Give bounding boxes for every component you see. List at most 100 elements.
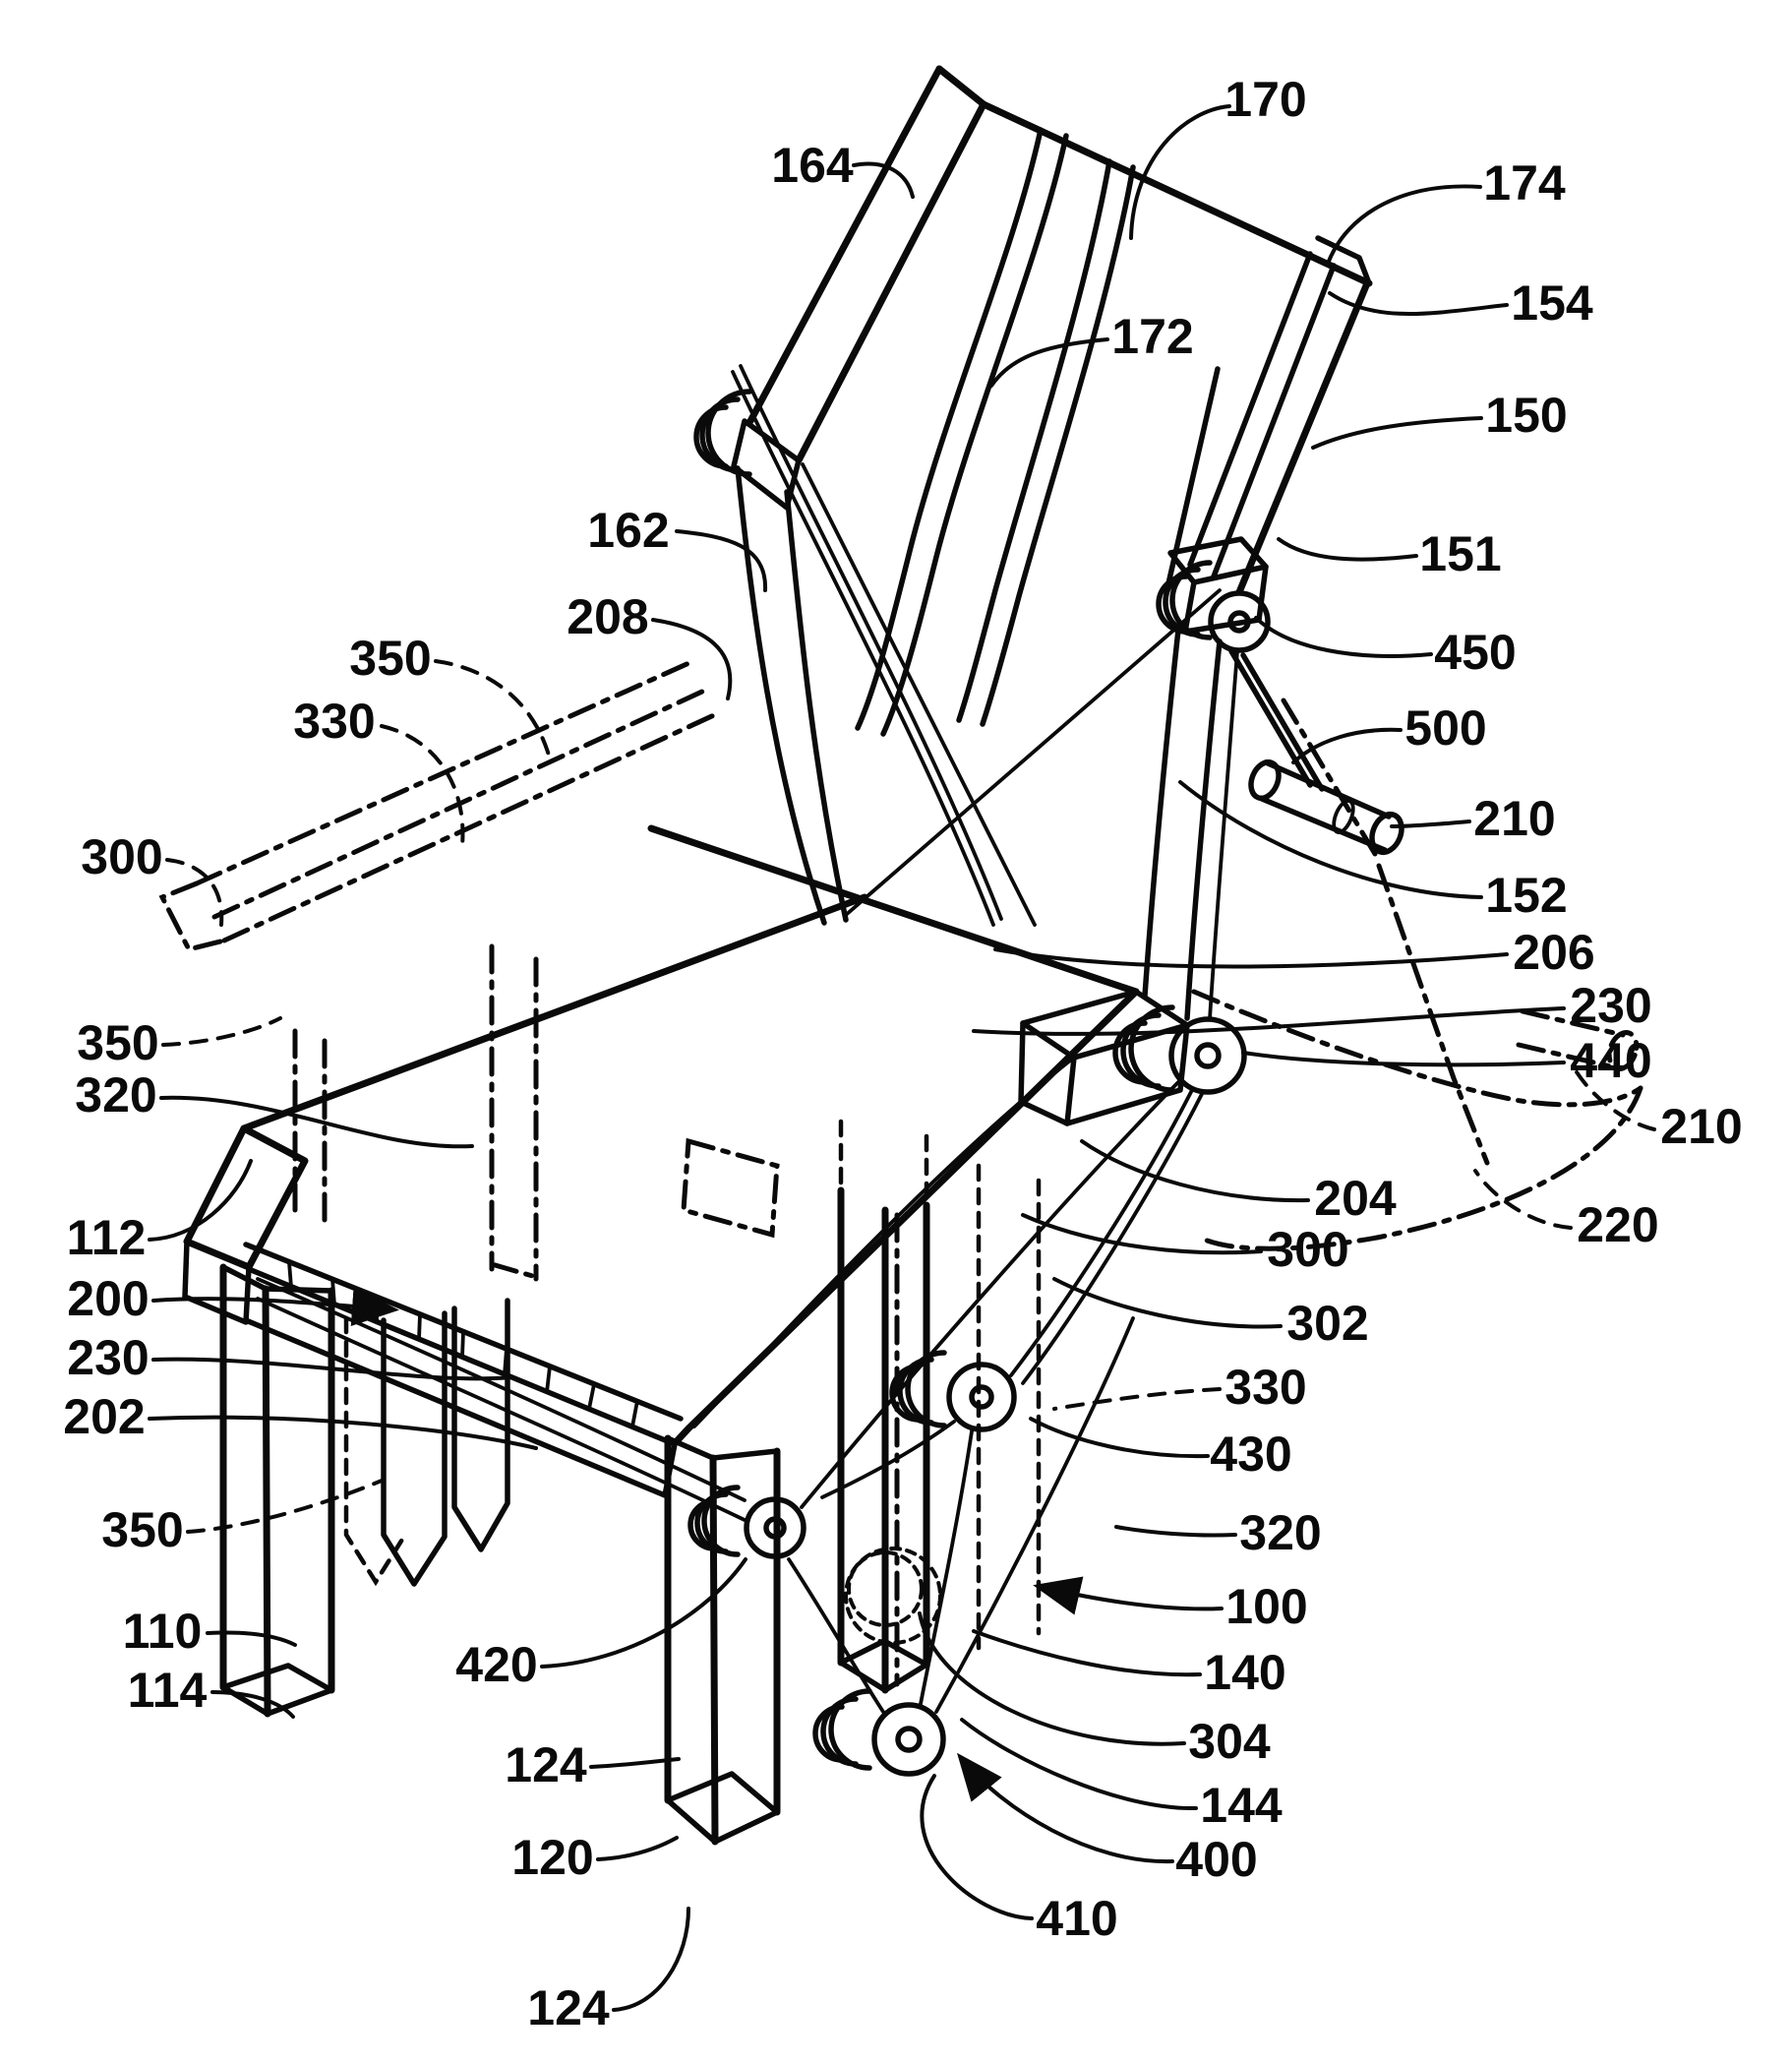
ref-label-144: 144 [1200,1778,1283,1833]
ref-label-350b: 350 [77,1015,159,1070]
leader-230a [151,1357,513,1381]
leader-170 [1129,104,1231,240]
ref-label-320a: 320 [75,1067,157,1123]
leader-206 [993,947,1509,969]
ref-label-300b: 300 [1267,1222,1349,1277]
leader-440 [1241,1051,1566,1067]
leader-202 [148,1415,538,1450]
ref-label-164: 164 [771,138,854,193]
ref-label-400: 400 [1175,1832,1258,1887]
ref-label-124b: 124 [527,1980,610,2035]
ref-label-350c: 350 [101,1502,184,1557]
leader-208 [651,618,733,700]
leader-162 [675,529,768,592]
leader-124a [589,1757,681,1769]
leader-350a [434,659,553,764]
ref-label-206: 206 [1513,925,1595,980]
leader-330a [380,724,465,848]
leader-302 [1052,1277,1283,1329]
leader-330b [1052,1387,1222,1411]
leader-500 [1291,727,1403,764]
ref-label-420: 420 [455,1637,538,1692]
ref-label-170: 170 [1225,72,1307,127]
ref-label-162: 162 [587,503,670,558]
ref-label-200: 200 [67,1271,149,1326]
ball-304 [844,1547,942,1645]
ref-label-151: 151 [1419,526,1502,581]
leader-152 [1178,780,1483,899]
ref-label-172: 172 [1111,309,1194,364]
leader-112 [148,1159,253,1242]
leader-300b [1021,1213,1263,1255]
ref-label-112: 112 [66,1210,147,1265]
ref-label-450: 450 [1434,625,1517,680]
leader-320b [1114,1525,1237,1538]
ref-label-152: 152 [1485,868,1568,923]
leader-450 [1254,616,1433,658]
leader-140 [972,1629,1202,1677]
leader-350c [186,1479,384,1534]
leader-430 [1029,1417,1210,1459]
leader-150 [1311,416,1483,450]
leader-lines [148,104,1656,2012]
ref-label-300a: 300 [81,829,163,884]
ref-label-320b: 320 [1239,1505,1322,1560]
leader-110 [206,1630,297,1647]
cables [256,364,1239,1714]
leader-174 [1326,184,1482,266]
leader-304 [918,1611,1186,1746]
leader-100 [1033,1576,1224,1615]
leader-200 [151,1287,399,1327]
ref-label-304: 304 [1188,1714,1271,1769]
legs [219,1119,1042,1846]
leader-410 [920,1774,1034,1920]
strap-to-rod [1228,648,1325,792]
leader-230b [972,1006,1566,1036]
ref-label-124a: 124 [505,1737,587,1792]
bracket-450 [1167,536,1269,635]
leader-144 [960,1718,1198,1811]
backrest [731,65,1373,1021]
ref-label-330b: 330 [1225,1360,1307,1415]
leader-164 [852,161,915,199]
ref-label-350a: 350 [349,631,432,686]
ref-label-204: 204 [1314,1171,1397,1226]
pulley-450 [1156,560,1271,653]
leader-220 [1473,1169,1573,1230]
ref-label-210a: 210 [1473,791,1556,846]
leader-210b [1572,1065,1656,1131]
leader-204 [1080,1139,1310,1203]
front-edge-hatching [287,1260,639,1428]
leader-210a [1390,820,1471,828]
ref-label-150: 150 [1485,388,1568,443]
leader-124b [612,1907,690,2012]
ghost-rod-diagonal [1281,698,1490,1166]
pulley-420 [687,1485,806,1559]
ghost-armrest-left [158,658,780,1282]
ref-label-140: 140 [1204,1645,1286,1700]
ref-label-110: 110 [122,1604,203,1659]
pulley-400 [812,1688,946,1777]
leader-151 [1277,537,1418,562]
pulley-top-left [693,389,752,477]
leader-120 [596,1836,679,1861]
leader-114 [210,1690,295,1719]
ref-label-120: 120 [511,1830,594,1885]
ref-label-100: 100 [1225,1579,1308,1634]
ref-label-230b: 230 [1570,978,1652,1033]
ref-label-114: 114 [127,1663,208,1718]
ref-label-210b: 210 [1660,1099,1743,1154]
leader-172 [989,337,1109,388]
ref-label-410: 410 [1036,1891,1118,1946]
ref-label-430: 430 [1210,1427,1292,1482]
leader-350b [161,1016,282,1047]
ref-label-302: 302 [1286,1296,1369,1351]
leader-420 [540,1557,747,1669]
ref-label-154: 154 [1511,275,1593,331]
pulley-430 [889,1350,1017,1432]
handle-rod-500 [1248,759,1404,856]
ref-label-330a: 330 [293,694,376,749]
leader-154 [1328,291,1509,316]
